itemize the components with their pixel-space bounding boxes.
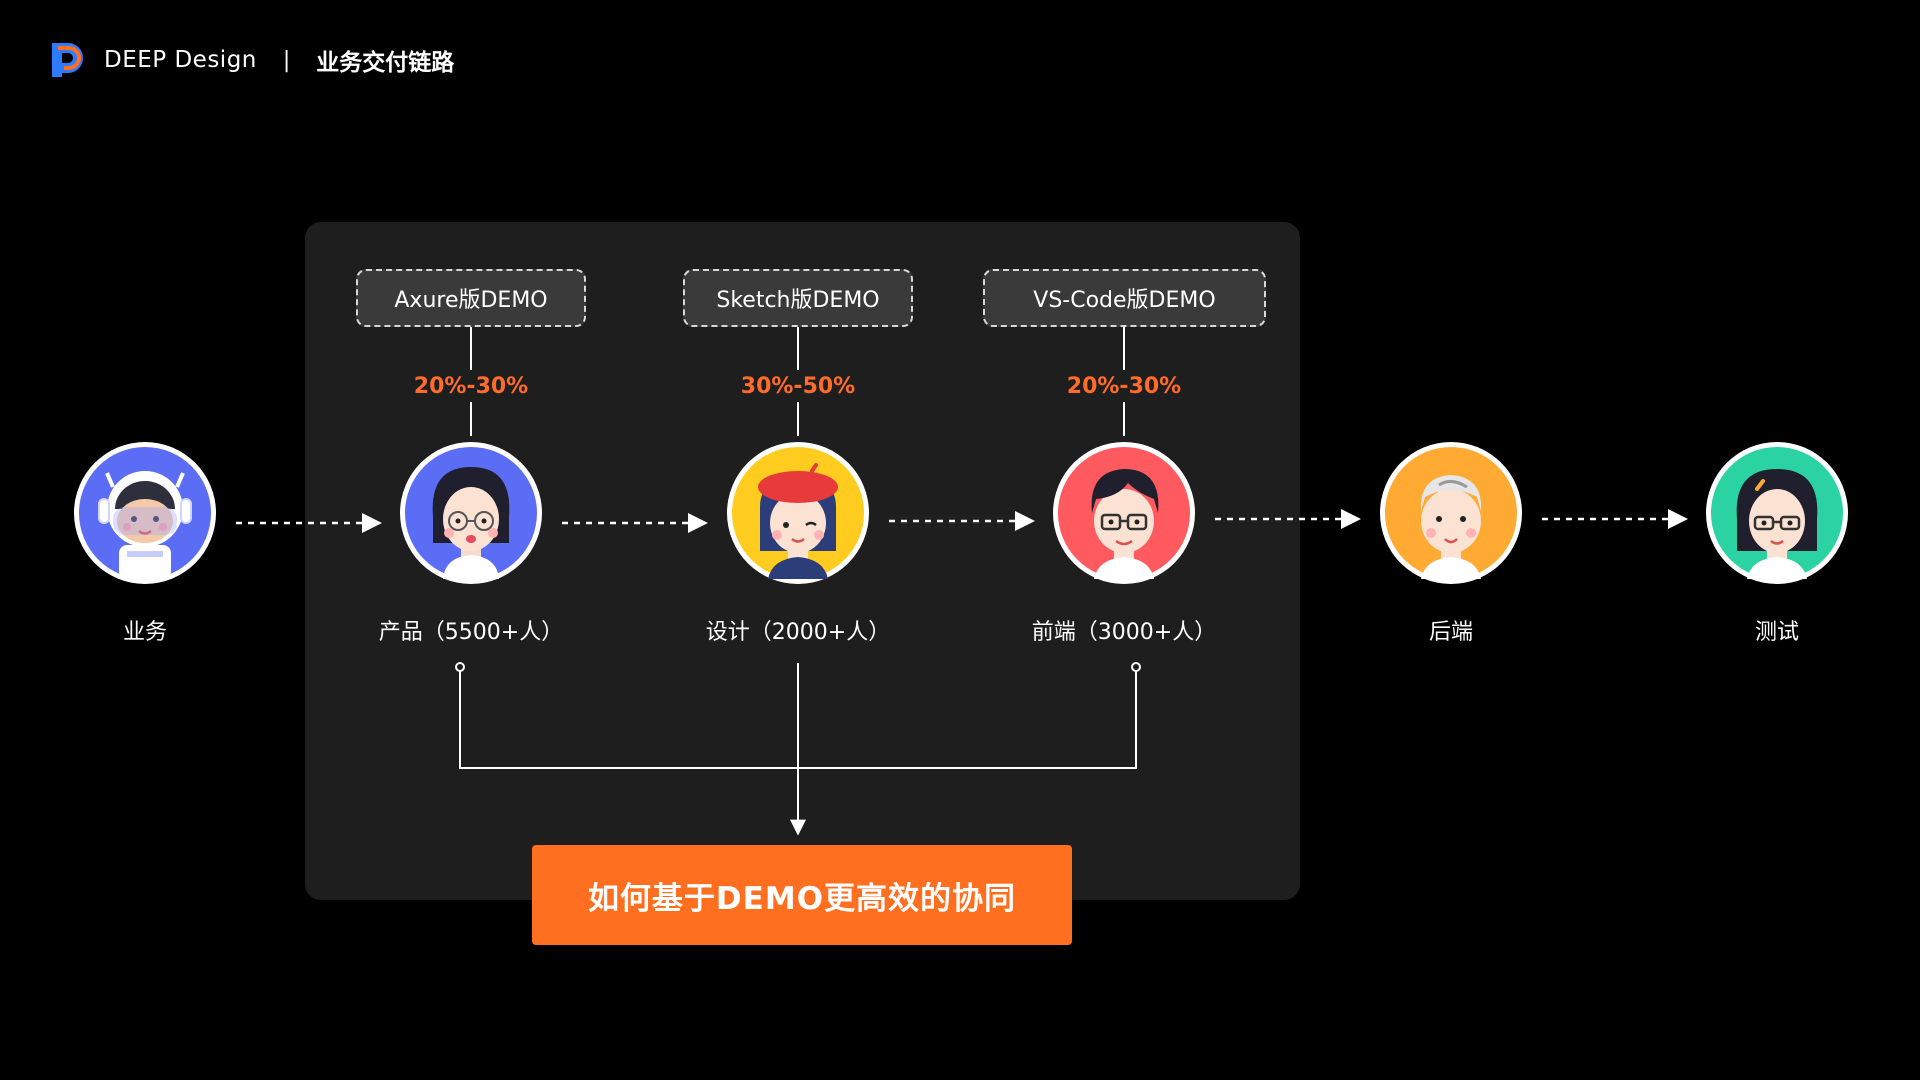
astronaut-avatar-icon: [79, 447, 211, 579]
header: DEEP Design | 业务交付链路: [48, 40, 454, 80]
role-label-backend: 后端: [1429, 614, 1473, 646]
role-label-design: 设计（2000+人）: [706, 614, 890, 646]
backend-developer-avatar-icon: [1385, 447, 1517, 579]
cta-label: 如何基于DEMO更高效的协同: [588, 873, 1016, 918]
deep-design-logo-icon: [48, 39, 90, 81]
avatar-qa: [1706, 442, 1848, 584]
demo-box-sketch: Sketch版DEMO: [683, 269, 913, 327]
demo-label: Sketch版DEMO: [716, 282, 879, 314]
avatar-frontend: [1053, 442, 1195, 584]
collaboration-cta-banner: 如何基于DEMO更高效的协同: [532, 845, 1072, 945]
frontend-developer-avatar-icon: [1058, 447, 1190, 579]
role-label-frontend: 前端（3000+人）: [1032, 614, 1216, 646]
brand-name: DEEP Design: [104, 47, 257, 73]
demo-label: Axure版DEMO: [394, 282, 547, 314]
role-label-product: 产品（5500+人）: [379, 614, 563, 646]
designer-avatar-icon: [732, 447, 864, 579]
demo-box-axure: Axure版DEMO: [356, 269, 586, 327]
header-separator: |: [283, 48, 290, 73]
avatar-product: [400, 442, 542, 584]
demo-box-vscode: VS-Code版DEMO: [983, 269, 1266, 327]
role-label-qa: 测试: [1755, 614, 1799, 646]
percent-label-sketch: 30%-50%: [739, 371, 857, 401]
percent-label-axure: 20%-30%: [412, 371, 530, 401]
percent-label-vscode: 20%-30%: [1065, 371, 1183, 401]
qa-tester-avatar-icon: [1711, 447, 1843, 579]
page-title: 业务交付链路: [316, 43, 454, 77]
avatar-design: [727, 442, 869, 584]
demo-label: VS-Code版DEMO: [1033, 282, 1215, 314]
role-label-business: 业务: [123, 614, 167, 646]
avatar-business: [74, 442, 216, 584]
product-manager-avatar-icon: [405, 447, 537, 579]
avatar-backend: [1380, 442, 1522, 584]
